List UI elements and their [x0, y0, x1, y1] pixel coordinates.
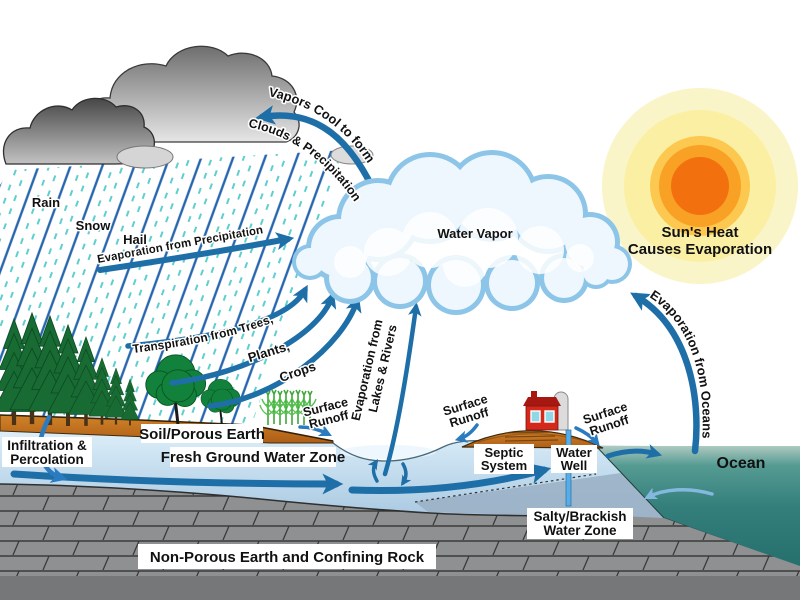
nonporous-label: Non-Porous Earth and Confining Rock: [150, 549, 425, 566]
water-vapor-label: Water Vapor: [437, 226, 512, 241]
label-infiltration: Infiltration & Percolation: [2, 437, 92, 467]
chimney: [531, 391, 537, 402]
bottom-earth-band: [0, 576, 800, 600]
suns-heat-label-line2: Causes Evaporation: [628, 241, 772, 258]
label-nonporous: Non-Porous Earth and Confining Rock: [138, 544, 436, 569]
window: [544, 410, 555, 423]
lake-surface: [340, 445, 436, 459]
evaporation-oceans-arrow: [630, 292, 700, 455]
fresh-zone-label: Fresh Ground Water Zone: [161, 449, 345, 466]
label-soil: Soil/Porous Earth: [139, 424, 265, 443]
rain-label: Rain: [32, 195, 60, 210]
well-label-line2: Well: [561, 458, 588, 473]
lake-recharge-arrow: [400, 462, 412, 487]
infiltration-label-line1: Infiltration &: [7, 438, 87, 453]
groundwater-to-well-arrow: [348, 463, 552, 495]
label-salty: Salty/Brackish Water Zone: [527, 508, 633, 539]
soil-label: Soil/Porous Earth: [139, 426, 265, 443]
septic-label-line1: Septic: [484, 445, 523, 460]
discharge-to-ocean-arrow: [605, 444, 663, 459]
storm-cloud: [2, 45, 374, 169]
transpiration-arrow-plants: [169, 291, 337, 386]
salt-intrusion-arrow: [644, 487, 714, 499]
ocean-label: Ocean: [717, 455, 766, 472]
ocean-water: [596, 446, 800, 567]
well-label-line1: Water: [556, 445, 592, 460]
rock-top-edge: [0, 483, 619, 517]
hail-label: Hail: [123, 232, 147, 247]
salty-label-line2: Water Zone: [543, 523, 616, 538]
evaporation-precip-arrow: [97, 232, 295, 273]
sun-icon: [602, 88, 798, 284]
roof: [523, 397, 561, 406]
suns-heat-label-line1: Sun's Heat: [662, 224, 739, 241]
transpiration-arrow-trees: [125, 284, 308, 349]
runoff-arrow-left: [298, 424, 332, 436]
snow-label: Snow: [76, 218, 112, 233]
runoff-arrow-right: [574, 426, 600, 447]
infiltration-label-line2: Percolation: [10, 452, 84, 467]
septic-label-line2: System: [481, 458, 527, 473]
transpiration-arrow-crops: [207, 295, 362, 409]
flow-arrows: [10, 105, 714, 499]
septic-tank-lines: [477, 431, 593, 444]
label-water-well: Water Well: [551, 445, 597, 473]
label-fresh-zone: Fresh Ground Water Zone: [161, 447, 345, 467]
salty-groundwater-wedge: [415, 473, 664, 518]
water-vapor-cloud: [292, 150, 632, 315]
label-septic: Septic System: [474, 444, 534, 474]
evaporation-lakes-arrow: [382, 302, 422, 477]
window: [530, 410, 541, 423]
small-cloud-puff: [116, 145, 174, 169]
runoff-arrow-mid: [454, 423, 479, 443]
lake-upwelling-arrow: [367, 458, 379, 483]
salty-label-line1: Salty/Brackish: [533, 509, 626, 524]
